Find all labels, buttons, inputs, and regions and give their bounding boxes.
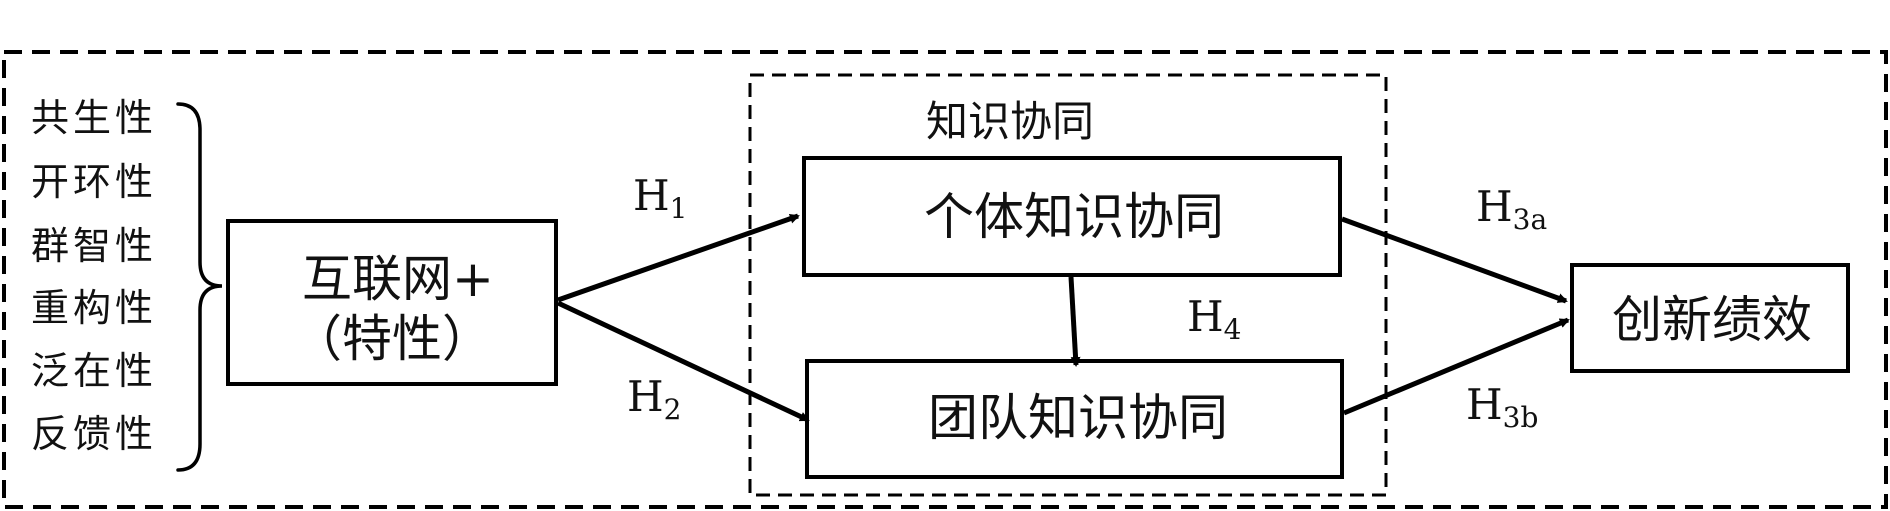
- arrow-h3b: [1343, 317, 1570, 416]
- arrow-h1: [557, 213, 800, 303]
- hypothesis-h4-sub: 4: [1224, 313, 1242, 346]
- hypothesis-h3b-sub: 3b: [1503, 401, 1539, 434]
- hypothesis-h2-base: H: [627, 372, 664, 421]
- hypothesis-h2-sub: 2: [664, 393, 682, 426]
- internet-plus-box: [226, 219, 558, 386]
- hypothesis-h1-sub: 1: [670, 192, 688, 225]
- team-knowledge-synergy-label: 团队知识协同: [928, 389, 1228, 447]
- characteristic-item: 重构性: [31, 286, 157, 330]
- hypothesis-h3b-label: H3b: [1466, 380, 1538, 434]
- arrow-h3a: [1341, 216, 1568, 304]
- innovation-performance-label: 创新绩效: [1612, 291, 1812, 349]
- individual-knowledge-synergy-box: [802, 156, 1342, 277]
- hypothesis-h1-label: H1: [633, 171, 687, 225]
- characteristic-item: 共生性: [31, 96, 157, 140]
- outer-dashed-frame: [2, 50, 1888, 509]
- arrow-h4: [1068, 276, 1081, 367]
- knowledge-synergy-group-label: 知识协同: [926, 97, 1094, 146]
- arrow-h2: [556, 300, 810, 423]
- hypothesis-h1-base: H: [633, 171, 670, 220]
- team-knowledge-synergy-box: [805, 359, 1344, 479]
- characteristic-item: 泛在性: [31, 349, 157, 393]
- hypothesis-h3a-label: H3a: [1476, 182, 1547, 236]
- hypothesis-h3b-base: H: [1466, 380, 1503, 429]
- characteristics-list: 共生性 开环性 群智性 重构性 泛在性 反馈性: [31, 96, 157, 456]
- characteristic-item: 开环性: [31, 160, 157, 204]
- curly-brace: [176, 102, 223, 472]
- hypothesis-h2-label: H2: [627, 372, 681, 426]
- characteristic-item: 群智性: [31, 224, 157, 268]
- hypothesis-h3a-base: H: [1476, 182, 1513, 231]
- hypothesis-h3a-sub: 3a: [1513, 203, 1548, 236]
- internet-plus-subtitle: （特性）: [292, 310, 492, 368]
- knowledge-synergy-frame: [748, 73, 1388, 497]
- innovation-performance-box: [1570, 263, 1850, 373]
- individual-knowledge-synergy-label: 个体知识协同: [924, 188, 1224, 246]
- internet-plus-label: 互联网+: [302, 250, 494, 308]
- characteristic-item: 反馈性: [31, 412, 157, 456]
- hypothesis-h4-label: H4: [1187, 292, 1241, 346]
- hypothesis-h4-base: H: [1187, 292, 1224, 341]
